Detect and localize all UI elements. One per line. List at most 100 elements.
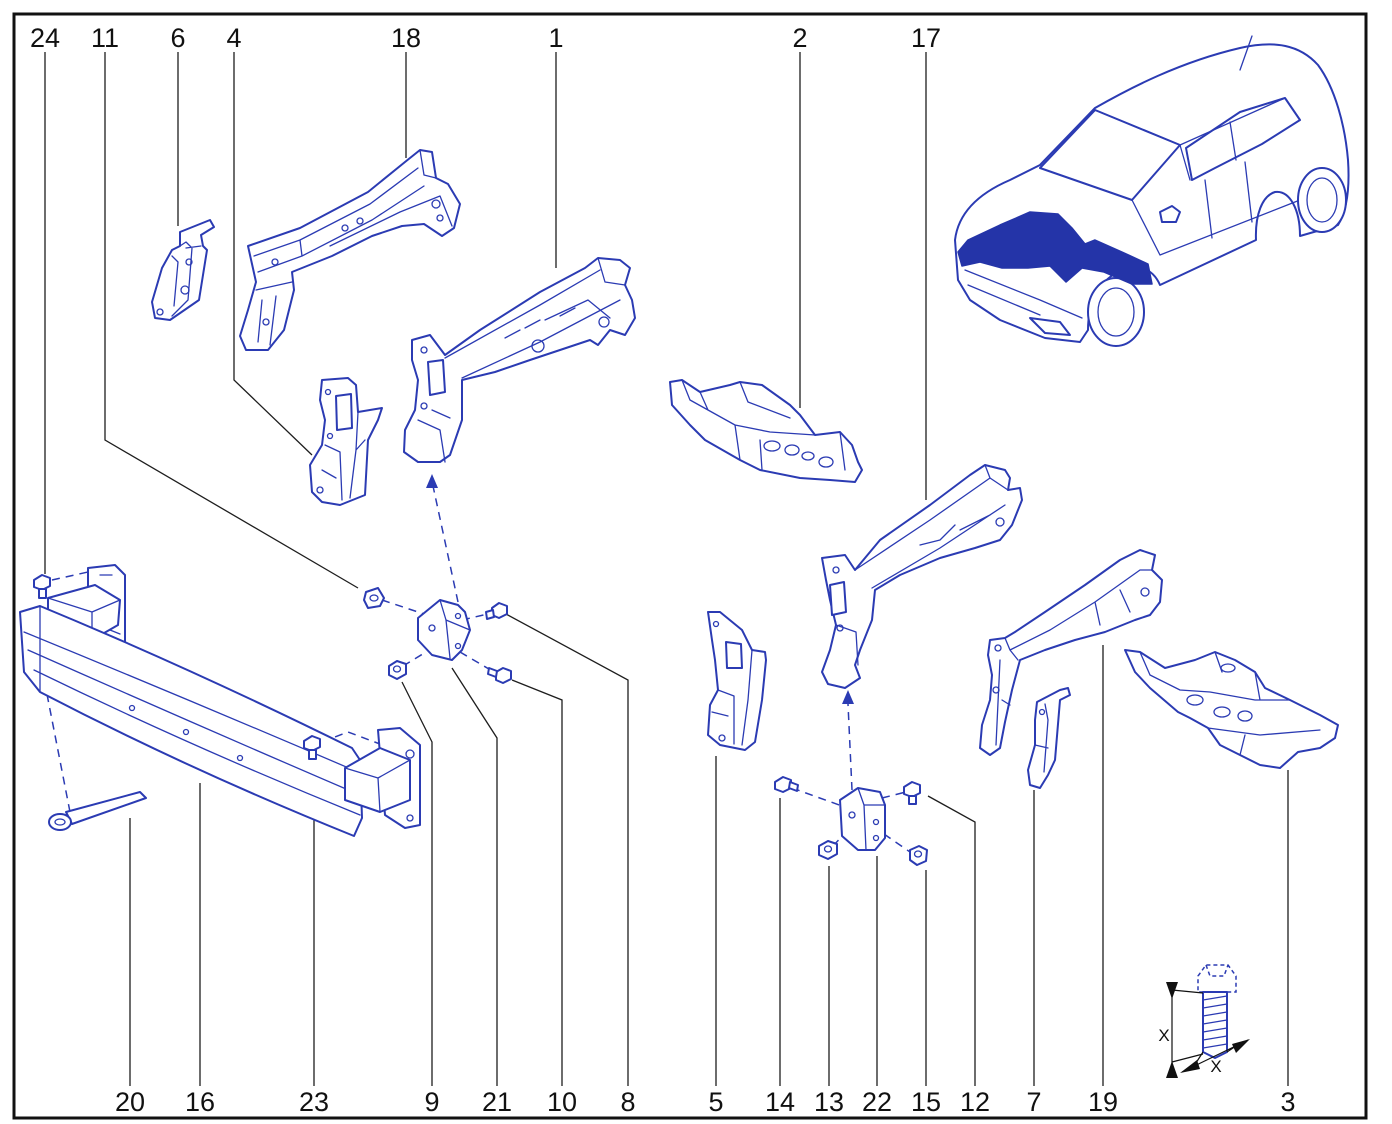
part-1-hole: [420, 346, 428, 354]
part-18-hole: [356, 217, 364, 225]
leader-lines: [44, 52, 1289, 1086]
part-17-hole: [995, 517, 1005, 527]
inset-arrow: [1232, 1039, 1250, 1053]
inset-bolt-threads: [1202, 995, 1228, 1049]
vehicle-side-windows: [1185, 97, 1301, 181]
part-4-details: [321, 411, 366, 501]
part-3-hole: [1237, 710, 1253, 722]
vehicle-body-lines: [964, 97, 1301, 319]
callout-17: 17: [911, 23, 941, 53]
part-1-hole: [531, 339, 545, 353]
vehicle-headlight: [1029, 317, 1071, 336]
part-12-shank: [908, 795, 917, 805]
part-5: [707, 611, 767, 751]
part-22-details: [857, 787, 886, 851]
part-18-hole: [271, 258, 279, 266]
assembly-arrow-1: [426, 474, 438, 488]
part-18-hole: [436, 214, 444, 222]
part-4: [309, 377, 383, 506]
callout-8: 8: [620, 1087, 635, 1117]
part-3-details: [1139, 651, 1321, 756]
vehicle-highlighted-structure: [957, 211, 1153, 285]
callout-1: 1: [548, 23, 563, 53]
part-3-hole: [1213, 706, 1231, 718]
part-14-bolt: [774, 776, 799, 793]
part-8-shank: [485, 609, 495, 620]
part-13-bore: [823, 845, 833, 853]
assembly-line-20: [44, 683, 71, 813]
part-6: [151, 219, 215, 321]
part-17-outline: [821, 464, 1023, 689]
part-5-hole: [718, 734, 726, 742]
part-1: [403, 257, 636, 463]
vehicle-antenna: [1239, 35, 1253, 71]
part-1-hole: [598, 316, 610, 328]
callout-21: 21: [482, 1087, 512, 1117]
part-16-hole: [405, 749, 415, 759]
part-5-details: [711, 649, 753, 746]
part-15-nut: [909, 845, 928, 866]
part-16-right-details: [344, 759, 411, 813]
part-18-details: [253, 149, 453, 346]
part-4-slot: [335, 393, 353, 431]
part-6-hole: [185, 258, 193, 266]
part-5-hole: [712, 620, 720, 628]
assembly-line-21-to-1: [432, 485, 459, 603]
vehicle-rear-rim: [1306, 177, 1338, 223]
assembly-arrow-17: [842, 690, 854, 704]
part-22-hole: [848, 811, 856, 819]
part-20-ring-hole: [54, 818, 66, 826]
assembly-line-14: [791, 787, 843, 807]
part-21-outline: [417, 599, 471, 661]
callout-7: 7: [1026, 1087, 1041, 1117]
leader-4: [233, 52, 313, 456]
callout-12: 12: [960, 1087, 990, 1117]
part-22-hole: [872, 834, 880, 842]
part-20-ring: [48, 813, 72, 831]
part-11-bore: [369, 594, 379, 602]
inset-bolt-shaft: [1202, 991, 1228, 1059]
part-19-hole: [992, 686, 1000, 694]
leader-9: [401, 681, 433, 1086]
callout-24: 24: [30, 23, 60, 53]
part-21: [417, 599, 471, 661]
part-21-hole: [428, 624, 436, 632]
callouts-bottom: 20 16 23 9 21 10 8 5 14 13 22 15 12 7 19…: [115, 1087, 1296, 1117]
part-13-body: [818, 840, 838, 860]
callout-20: 20: [115, 1087, 145, 1117]
part-3: [1124, 649, 1339, 769]
part-17-hole: [836, 624, 844, 632]
part-17-hole: [832, 566, 840, 574]
callout-10: 10: [547, 1087, 577, 1117]
part-4-hole: [316, 486, 324, 494]
part-21-details: [439, 599, 471, 659]
part-22: [839, 787, 886, 851]
vehicle-front-rim: [1097, 287, 1135, 337]
part-12-bolt: [903, 781, 921, 805]
part-2-hole: [818, 456, 834, 468]
part-5-outline: [707, 611, 767, 751]
callout-4: 4: [226, 23, 241, 53]
part-7-details: [1034, 703, 1049, 773]
part-6-details: [171, 241, 202, 317]
callout-16: 16: [185, 1087, 215, 1117]
part-23-shank: [308, 749, 317, 760]
inset-length-label: X: [1158, 1026, 1169, 1045]
callout-23: 23: [299, 1087, 329, 1117]
part-20: [48, 791, 147, 831]
part-24-bolt: [33, 574, 51, 599]
callout-14: 14: [765, 1087, 795, 1117]
inset-arrow: [1180, 1060, 1200, 1073]
callouts-top: 24 11 6 4 18 1 2 17: [30, 23, 941, 53]
inset-bolt-head: [1197, 964, 1237, 993]
part-6-hole: [156, 308, 164, 316]
part-19-outline: [979, 549, 1163, 756]
part-14-shank: [788, 781, 799, 792]
part-12-head: [903, 781, 921, 798]
inset-arrow: [1166, 1061, 1178, 1078]
part-2: [669, 379, 863, 483]
part-16-hole: [236, 754, 244, 762]
part-2-details: [681, 379, 846, 471]
vehicle-illustration: [954, 35, 1350, 347]
part-16-hole: [128, 704, 136, 712]
